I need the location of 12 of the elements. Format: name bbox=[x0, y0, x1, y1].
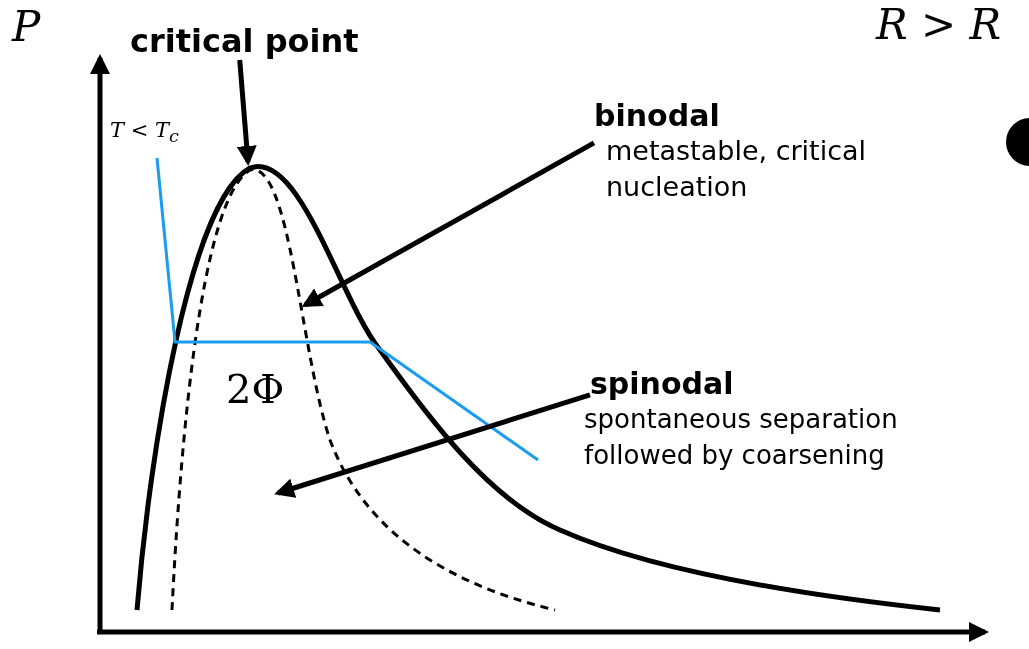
region-label: 2Φ bbox=[226, 366, 285, 412]
condition-label: R > R bbox=[876, 0, 1002, 49]
leader-arrow bbox=[301, 140, 596, 308]
region-heading: spinodal bbox=[590, 366, 735, 401]
leader-arrow bbox=[274, 392, 591, 498]
axis-label: P bbox=[12, 2, 41, 51]
leader-arrow bbox=[236, 59, 257, 166]
region-description: spontaneous separation followed by coarsening bbox=[584, 403, 899, 472]
callout-label: critical point bbox=[130, 22, 359, 60]
region-heading: binodal bbox=[594, 98, 721, 133]
region-description: metastable, critical nucleation bbox=[606, 134, 868, 204]
temperature-label: T < T$_{c}$ bbox=[110, 118, 179, 147]
